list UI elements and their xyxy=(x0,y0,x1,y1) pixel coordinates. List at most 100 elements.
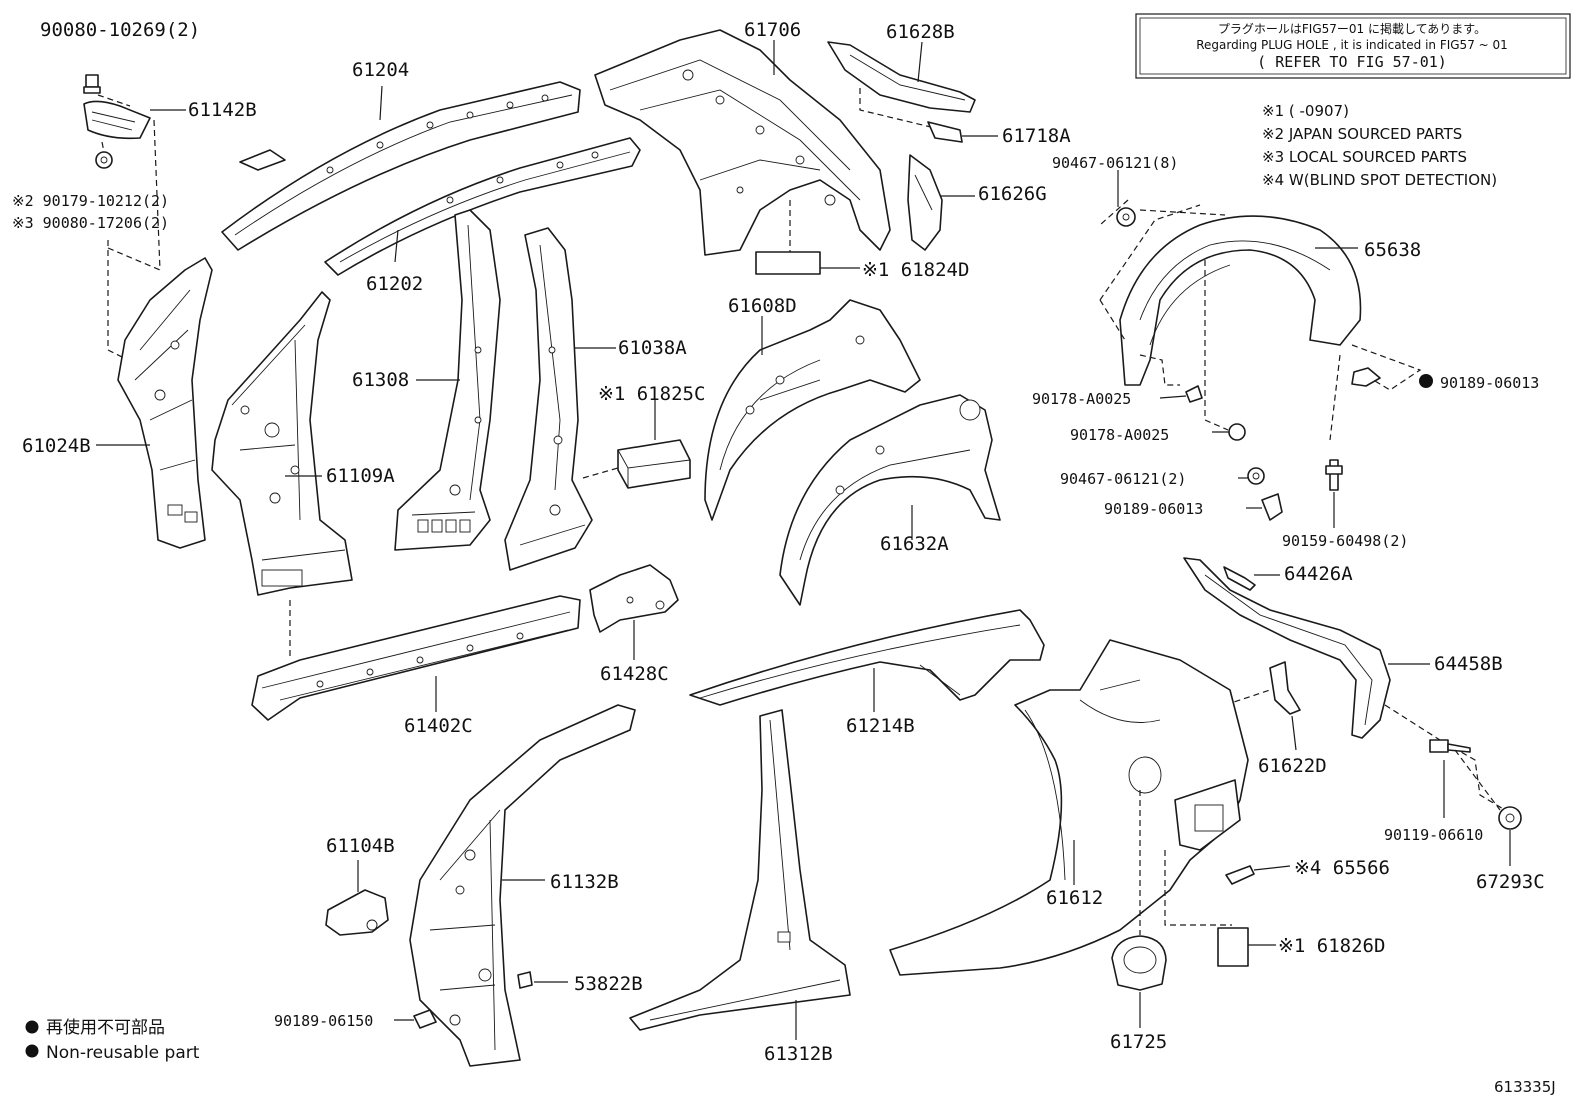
notice-line-en: Regarding PLUG HOLE , it is indicated in… xyxy=(1196,38,1508,52)
leader-61204 xyxy=(379,85,383,121)
leader-61628b xyxy=(917,41,923,83)
label-61628b: 61628B xyxy=(886,21,955,43)
part-90179-nut xyxy=(95,151,113,169)
label-90467-06121-2: 90467-06121(2) xyxy=(1060,470,1186,488)
part-61622d xyxy=(1269,661,1301,715)
label-61402c: 61402C xyxy=(404,715,473,737)
part-61632a xyxy=(779,394,1001,606)
non-reusable-marker-1 xyxy=(1419,374,1433,388)
label-67293c: 67293C xyxy=(1476,871,1545,893)
label-61622d: 61622D xyxy=(1258,755,1327,777)
part-61825c xyxy=(617,439,691,489)
part-61308 xyxy=(394,209,501,551)
part-61132b xyxy=(409,704,636,1067)
label-61214b: 61214B xyxy=(846,715,915,737)
label-61132b: 61132B xyxy=(550,871,619,893)
label-90080-10269: 90080-10269(2) xyxy=(40,19,200,41)
dash-65638 xyxy=(1099,204,1422,441)
label-90189-06150: 90189-06150 xyxy=(274,1012,373,1030)
part-67293c xyxy=(1498,806,1522,830)
label-61632a: 61632A xyxy=(880,533,949,555)
label-90467-06121-8: 90467-06121(8) xyxy=(1052,154,1178,172)
note-1: ※1 ( -0907) xyxy=(1262,102,1349,120)
notice-line-refer: ( REFER TO FIG 57-01) xyxy=(1257,53,1447,71)
label-90189-06013-b: 90189-06013 xyxy=(1440,374,1539,392)
part-61038a xyxy=(504,227,593,571)
label-65566: ※4 65566 xyxy=(1294,857,1390,879)
leader-61622d xyxy=(1291,715,1297,751)
label-61825c: ※1 61825C xyxy=(598,383,705,405)
label-90080-17206: ※3 90080-17206(2) xyxy=(12,214,169,232)
dash-90467-8 xyxy=(1099,199,1226,226)
leader-90178-a xyxy=(1159,395,1187,399)
part-90189-06013-b xyxy=(1351,367,1381,387)
label-61706: 61706 xyxy=(744,19,801,41)
legend-en: Non-reusable part xyxy=(46,1043,200,1063)
label-61104b: 61104B xyxy=(326,835,395,857)
part-61204 xyxy=(221,81,581,251)
part-61608d xyxy=(704,299,921,521)
part-61725 xyxy=(1111,935,1167,991)
part-90080-10269-bolt xyxy=(83,74,101,94)
part-61628b xyxy=(827,41,976,113)
label-61202: 61202 xyxy=(366,273,423,295)
label-65638: 65638 xyxy=(1364,239,1421,261)
dash-61622d xyxy=(1224,689,1271,706)
label-61428c: 61428C xyxy=(600,663,669,685)
dash-61142b xyxy=(97,94,161,361)
label-90179-10212: ※2 90179-10212(2) xyxy=(12,192,169,210)
part-61312b xyxy=(629,709,851,1031)
part-64458b xyxy=(1183,557,1391,739)
part-61202 xyxy=(324,137,641,276)
part-65566 xyxy=(1225,865,1255,885)
note-3: ※3 LOCAL SOURCED PARTS xyxy=(1262,148,1467,166)
part-53822b xyxy=(517,971,533,989)
part-90178-a0025-a xyxy=(1185,385,1203,403)
label-90119-06610: 90119-06610 xyxy=(1384,826,1483,844)
label-61824d: ※1 61824D xyxy=(862,259,969,281)
part-61428c xyxy=(589,564,679,633)
part-90189-06013-a xyxy=(1261,493,1283,521)
part-64426a xyxy=(1223,566,1256,591)
part-61214b xyxy=(689,609,1045,706)
label-61038a: 61038A xyxy=(618,337,687,359)
label-64458b: 64458B xyxy=(1434,653,1503,675)
part-61109a xyxy=(211,291,353,596)
dash-64458b xyxy=(1384,704,1506,811)
part-90119-06610 xyxy=(1429,739,1471,753)
part-61706 xyxy=(594,29,891,256)
part-61626g xyxy=(907,154,943,251)
label-61024b: 61024B xyxy=(22,435,91,457)
dash-61628b xyxy=(859,88,936,129)
label-61608d: 61608D xyxy=(728,295,797,317)
label-53822b: 53822B xyxy=(574,973,643,995)
part-61024b xyxy=(117,257,213,549)
label-64426a: 64426A xyxy=(1284,563,1353,585)
dash-61826d xyxy=(1164,850,1232,926)
notes: ※1 ( -0907) ※2 JAPAN SOURCED PARTS ※3 LO… xyxy=(1262,102,1497,189)
part-90189-06150 xyxy=(413,1009,437,1029)
note-4: ※4 W(BLIND SPOT DETECTION) xyxy=(1262,171,1497,189)
part-61142b xyxy=(83,100,151,140)
label-61312b: 61312B xyxy=(764,1043,833,1065)
legend-dot-en xyxy=(25,1044,39,1058)
part-61718a xyxy=(927,121,963,143)
label-61204: 61204 xyxy=(352,59,409,81)
part-61824d xyxy=(755,251,821,275)
dash-61142b-2 xyxy=(107,247,161,271)
part-90467-06121-2 xyxy=(1247,467,1265,485)
label-61142b: 61142B xyxy=(188,99,257,121)
label-61109a: 61109A xyxy=(326,465,395,487)
leader-61202 xyxy=(394,229,399,263)
dash-61825c xyxy=(582,467,619,479)
part-65638 xyxy=(1119,215,1362,386)
labels: 90080-10269(2) 61142B ※2 90179-10212(2) … xyxy=(12,19,1545,1065)
label-90189-06013-a: 90189-06013 xyxy=(1104,500,1203,518)
label-61718a: 61718A xyxy=(1002,125,1071,147)
label-61626g: 61626G xyxy=(978,183,1047,205)
part-61612 xyxy=(889,639,1249,976)
legend: 再使用不可部品 Non-reusable part xyxy=(25,1017,200,1063)
label-90178-a0025-b: 90178-A0025 xyxy=(1070,426,1169,444)
part-61104b xyxy=(325,889,389,936)
